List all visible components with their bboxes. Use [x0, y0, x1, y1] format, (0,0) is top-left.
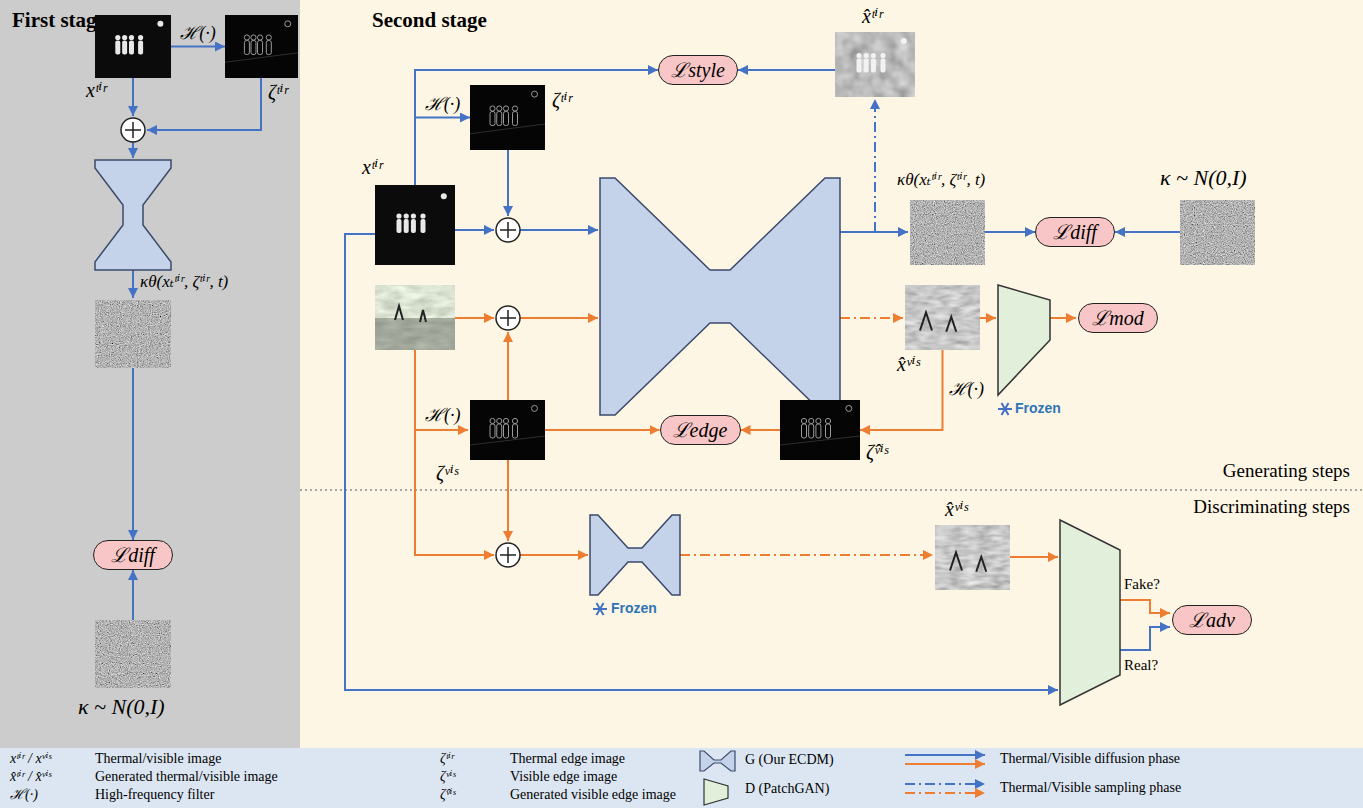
flow-arrow: [415, 118, 470, 186]
image-art: [95, 620, 171, 688]
legend-symbol: ℋ(·): [10, 787, 38, 804]
image-art: [835, 32, 915, 97]
legend-symbol: x̂ᵗⁱʳ / x̂ᵛⁱˢ: [10, 769, 51, 786]
loss-box: ℒedge: [660, 415, 741, 445]
image-label: ζᵛⁱˢ: [436, 461, 458, 485]
legend-text: Thermal/Visible diffusion phase: [1000, 751, 1180, 768]
flow-arrow: [985, 231, 1035, 233]
image-box: ζᵗⁱʳ: [225, 15, 298, 78]
flow-arrow: [415, 70, 658, 185]
image-label: κ ~ N(0,I): [1160, 165, 1247, 191]
image-art: [935, 525, 1010, 590]
image-label: xᵗⁱʳ: [362, 155, 383, 179]
loss-box: ℒadv: [1172, 605, 1252, 635]
annotation: Fake?: [1124, 575, 1160, 593]
loss-box: ℒstyle: [658, 55, 738, 85]
stage-panel: First stagexᵗⁱʳζᵗⁱʳκθ(xₜᵗⁱʳ, ζᵗⁱʳ, t)ℒdi…: [0, 0, 300, 748]
image-box: x̂ᵛⁱˢ: [905, 285, 980, 350]
flow-arrow: [171, 46, 225, 48]
edge-label: ℋ(·): [425, 94, 461, 116]
loss-box: ℒdiff: [93, 540, 173, 570]
annotation: ℋ(·): [425, 405, 461, 427]
loss-label: ℒedge: [673, 418, 728, 442]
annotation: Real?: [1124, 656, 1158, 674]
legend-symbol: ζᵗⁱʳ: [440, 751, 454, 768]
image-box: ζᵛⁱˢ: [470, 400, 545, 460]
legend-text: Thermal edge image: [510, 751, 625, 768]
loss-label: ℒdiff: [1053, 220, 1097, 244]
loss-label: ℒmod: [1092, 306, 1143, 330]
annotation: Discriminating steps: [1193, 496, 1350, 519]
image-label: κ ~ N(0,I): [78, 694, 165, 720]
image-box: xᵗⁱʳ: [375, 185, 455, 265]
flow-arrow: [132, 570, 134, 620]
image-art: [905, 285, 980, 350]
legend-text: D (PatchGAN): [745, 781, 829, 798]
image-box: ζᵗⁱʳ: [470, 85, 545, 150]
annotation: Frozen: [611, 600, 657, 617]
image-art: [780, 400, 860, 460]
image-label: xᵗⁱʳ: [86, 78, 107, 102]
legend-symbol: ζ̂ᵛⁱˢ: [440, 787, 455, 804]
legend-symbol: xᵗⁱʳ / xᵛⁱˢ: [10, 751, 51, 768]
legend-text: Thermal/Visible sampling phase: [1000, 780, 1181, 797]
legend-text: Visible edge image: [510, 769, 617, 786]
image-label: ζ̂ᵛⁱˢ: [866, 440, 888, 464]
loss-label: ℒdiff: [111, 543, 155, 567]
image-box: x̂ᵗⁱʳ: [835, 32, 915, 97]
loss-label: ℒadv: [1189, 608, 1235, 632]
image-art: [470, 85, 545, 150]
flow-arrow: [1115, 231, 1180, 233]
loss-label: ℒstyle: [671, 58, 725, 82]
flow-arrow: [545, 429, 660, 431]
image-art: [375, 185, 455, 265]
annotation: Generating steps: [1223, 460, 1350, 483]
image-label: κθ(xₜᵗⁱʳ, ζᵗⁱʳ, t): [140, 272, 228, 292]
legend-text: Generated thermal/visible image: [95, 769, 278, 786]
loss-box: ℒmod: [1078, 303, 1158, 333]
image-label: x̂ᵛⁱˢ: [897, 352, 920, 376]
edge-label: ℋ(·): [180, 23, 216, 45]
image-box: κ ~ N(0,I): [1180, 200, 1255, 265]
legend-text: High-frequency filter: [95, 787, 214, 804]
legend-text: G (Our ECDM): [745, 752, 834, 769]
image-label: ζᵗⁱʳ: [268, 80, 288, 104]
image-art: [95, 300, 171, 368]
image-box: κθ(xₜᵗⁱʳ, ζᵗⁱʳ, t): [910, 200, 985, 265]
legend-text: Thermal/visible image: [95, 751, 221, 768]
image-art: [225, 15, 298, 78]
legend-text: Generated visible edge image: [510, 787, 676, 804]
panel-title: Second stage: [372, 8, 487, 33]
image-art: [95, 15, 171, 78]
flow-arrow: [738, 69, 835, 71]
image-box: ζ̂ᵛⁱˢ: [780, 400, 860, 460]
panel-title: First stage: [12, 8, 106, 33]
loss-box: ℒdiff: [1035, 217, 1115, 247]
image-label: ζᵗⁱʳ: [552, 88, 572, 112]
flow-arrow: [741, 429, 781, 431]
image-box: x̂ᵛⁱˢ: [935, 525, 1010, 590]
image-art: [910, 200, 985, 265]
image-box: κθ(xₜᵗⁱʳ, ζᵗⁱʳ, t): [95, 300, 171, 368]
flow-arrow: [860, 350, 943, 430]
edge-label: ℋ(·): [949, 379, 985, 401]
legend-symbol: ζᵛⁱˢ: [440, 769, 455, 786]
image-box: κ ~ N(0,I): [95, 620, 171, 688]
image-label: κθ(xₜᵗⁱʳ, ζᵗⁱʳ, t): [897, 170, 985, 190]
image-art: [470, 400, 545, 460]
image-box: xᵗⁱʳ: [95, 15, 171, 78]
image-label: x̂ᵗⁱʳ: [862, 4, 883, 28]
flow-arrow: [132, 368, 134, 540]
image-label: x̂ᵛⁱˢ: [945, 497, 968, 521]
annotation: Frozen: [1015, 400, 1061, 417]
image-art: [1180, 200, 1255, 265]
